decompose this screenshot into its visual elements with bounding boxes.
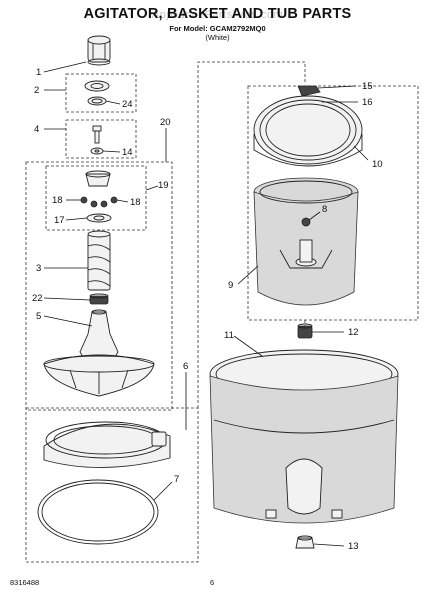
balance-ring [253, 95, 363, 167]
color-line: (White) [205, 33, 230, 42]
callout-11: 11 [224, 330, 234, 341]
center-axis-line [197, 61, 306, 408]
leader-14 [102, 150, 121, 153]
callout-9: 9 [228, 280, 233, 291]
callout-15: 15 [362, 81, 373, 92]
callout-10: 10 [372, 159, 383, 170]
leader-13 [313, 543, 345, 547]
leader-24 [105, 100, 121, 105]
leader-1 [43, 61, 87, 73]
agitator-auger [87, 230, 111, 291]
leader-8 [308, 211, 321, 221]
tub-ring [43, 421, 171, 468]
callout-5: 5 [36, 311, 41, 322]
group-box-19 [45, 165, 147, 231]
bolt-assembly [90, 125, 104, 155]
leader-15 [317, 85, 357, 89]
callout-24: 24 [122, 99, 133, 110]
group-box-20 [25, 161, 173, 411]
leader-10 [353, 145, 369, 161]
group-box-6 [25, 407, 199, 563]
callout-20: 20 [160, 117, 171, 128]
outer-tub [209, 349, 399, 524]
leader-18b [116, 199, 129, 203]
agitator-base [43, 309, 155, 397]
page-number: 6 [210, 578, 215, 587]
watermark: AppliancePartsPros.com [151, 9, 284, 21]
tub-gasket [37, 479, 159, 545]
agitator-cap [87, 35, 111, 66]
leader-7 [153, 481, 173, 501]
callout-22: 22 [32, 293, 43, 304]
drain-nut [295, 535, 315, 549]
leader-17 [65, 217, 88, 221]
callout-7: 7 [174, 474, 179, 485]
group-box-4 [65, 119, 137, 159]
callout-17: 17 [54, 215, 65, 226]
group-box-2 [65, 73, 137, 113]
leader-19 [145, 185, 159, 191]
document-number: 8316488 [10, 578, 40, 587]
model-line: For Model: GCAM2792MQ0 [169, 24, 266, 33]
callout-14: 14 [122, 147, 133, 158]
leader-5 [43, 315, 93, 327]
callout-18-left: 18 [52, 195, 63, 206]
agitator-bearing [89, 293, 109, 305]
leader-9 [237, 265, 259, 285]
callout-18-right: 18 [130, 197, 141, 208]
tub-nut [297, 323, 313, 339]
seal-ring [84, 80, 110, 106]
leader-11 [233, 335, 263, 357]
wash-basket [253, 177, 359, 306]
page-title: AGITATOR, BASKET AND TUB PARTS [83, 6, 352, 22]
leader-22 [43, 297, 91, 301]
agitator-dog-assembly [80, 170, 118, 223]
callout-12: 12 [348, 327, 359, 338]
callout-13: 13 [348, 541, 359, 552]
callout-19: 19 [158, 180, 169, 191]
callout-4: 4 [34, 124, 39, 135]
callout-8: 8 [322, 204, 327, 215]
callout-3: 3 [36, 263, 41, 274]
callout-1: 1 [36, 67, 41, 78]
callout-6: 6 [183, 361, 188, 372]
callout-2: 2 [34, 85, 39, 96]
callout-16: 16 [362, 97, 373, 108]
group-box-9-10 [247, 85, 419, 321]
